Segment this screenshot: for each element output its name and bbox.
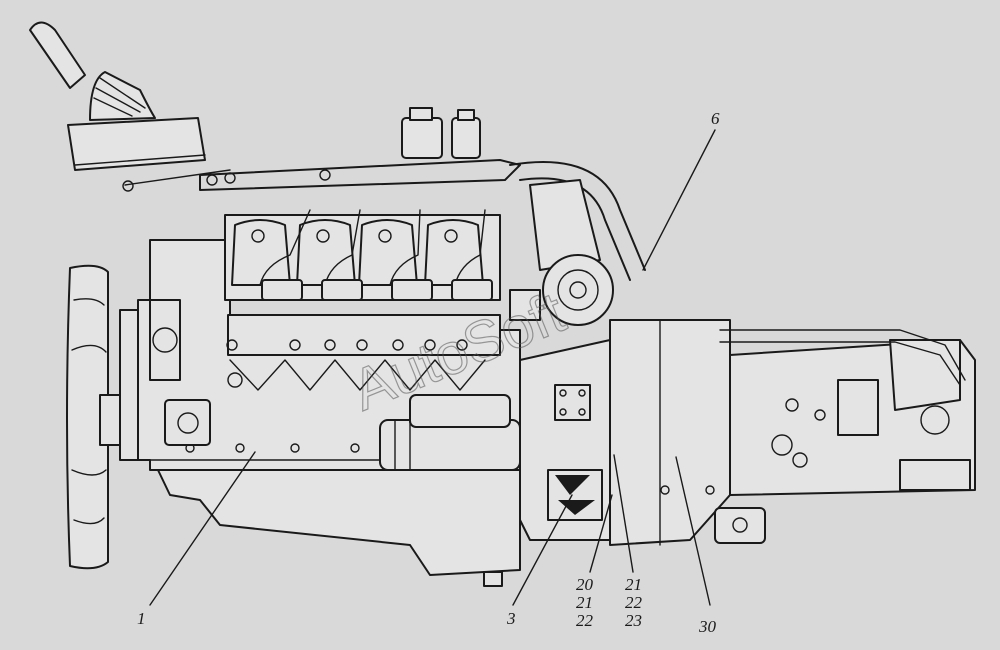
- head-3: [358, 219, 418, 286]
- head-1: [231, 219, 291, 286]
- leader-30: [675, 456, 711, 606]
- head-4: [424, 219, 484, 286]
- leader-20: [589, 494, 613, 573]
- callout-1: 1: [137, 609, 146, 628]
- turbocharger: [509, 254, 614, 326]
- fan: [66, 264, 139, 570]
- head-2: [296, 219, 356, 286]
- leader-3: [512, 494, 573, 606]
- leader-6: [642, 129, 716, 271]
- leader-1: [149, 451, 256, 606]
- callout-21-22-23: 21 22 23: [625, 575, 646, 630]
- callout-leaders: [149, 129, 716, 606]
- flywheel-housing: [519, 339, 611, 541]
- callout-20-21-22: 20 21 22: [576, 575, 597, 630]
- callout-30: 30: [698, 617, 717, 636]
- callout-labels: 1 3 6 20 21 22 21 22 23 30: [137, 109, 720, 636]
- injector-nuts: [261, 279, 493, 301]
- callout-3: 3: [506, 609, 516, 628]
- intake-pipe: [509, 161, 646, 281]
- gear-lever: [29, 21, 206, 171]
- callout-6: 6: [711, 109, 720, 128]
- starter-motor: [379, 394, 521, 471]
- clutch-housing: [609, 319, 731, 546]
- cylinder-heads: [224, 209, 501, 301]
- gearbox: [714, 329, 976, 544]
- leader-21: [613, 454, 634, 573]
- exhaust-manifold: [226, 314, 501, 391]
- top-rail: [122, 107, 521, 192]
